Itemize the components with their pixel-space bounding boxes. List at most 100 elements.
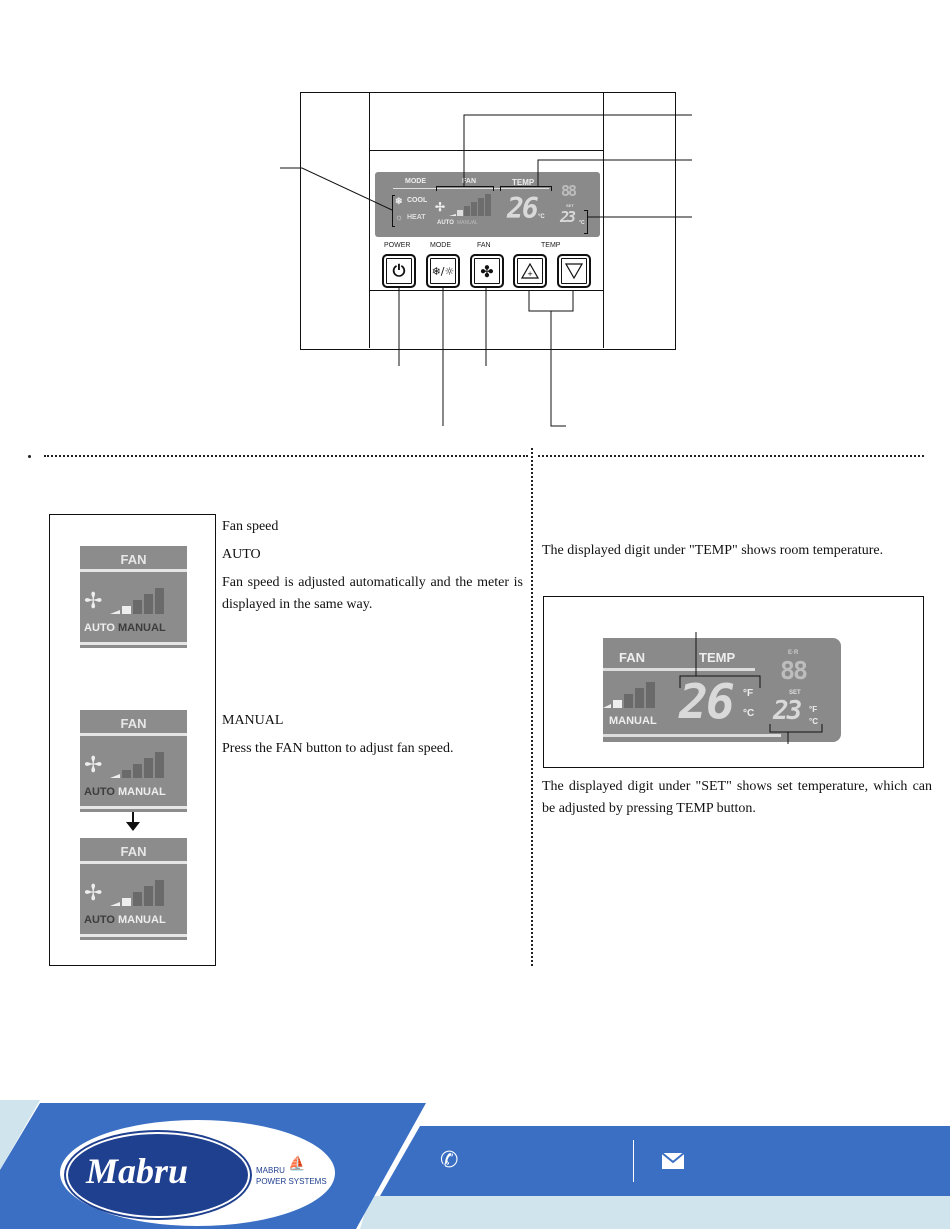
lcd-set-unit: °C: [579, 220, 585, 226]
fan-speed-meter: [603, 682, 655, 708]
fan-display-line: [80, 806, 187, 809]
bracket-set: [584, 210, 588, 234]
fan-speed-illustration-frame: [49, 514, 216, 966]
panel-divider-top: [369, 150, 604, 151]
panel-callout-lines: [280, 114, 692, 427]
bracket-mode: [392, 195, 395, 227]
fan-display-auto: FAN ✢ AUTO MANUAL: [80, 546, 187, 648]
power-button[interactable]: ⏻: [382, 254, 416, 288]
left-dot-marker: [28, 455, 31, 458]
lcd-auto-label: AUTO: [437, 220, 454, 226]
lcd-set-temperature: 23: [560, 208, 576, 226]
cool-heat-icon: ❄/☼: [431, 264, 455, 278]
phone-icon[interactable]: ✆: [440, 1148, 459, 1173]
temp-up-button[interactable]: +: [513, 254, 547, 288]
zoom-fan-label: FAN: [619, 650, 645, 665]
temp-down-button[interactable]: [557, 254, 591, 288]
fan-button[interactable]: ✤: [470, 254, 504, 288]
fan-icon: ✢: [84, 588, 103, 613]
manual-label: MANUAL: [118, 786, 166, 798]
zoom-callout-lines: [679, 632, 823, 744]
bracket-temp: [500, 186, 552, 191]
mode-button-label: MODE: [430, 242, 451, 249]
bracket-fan: [436, 186, 494, 191]
room-temperature-description: The displayed digit under "TEMP" shows r…: [542, 543, 884, 558]
zoom-footer-line: [603, 734, 781, 737]
fan-speed-meter: [110, 588, 164, 614]
zoom-set-unit-f: °F: [809, 705, 818, 714]
horizontal-separator-right: [538, 455, 924, 457]
zoom-set-label: SET: [789, 690, 801, 696]
power-icon: ⏻: [392, 261, 406, 280]
temp-button-label: TEMP: [541, 242, 561, 249]
footer-banner: Mabru MABRU ⛵ POWER SYSTEMS ✆: [0, 1100, 950, 1229]
brand-name: MABRU: [256, 1166, 285, 1175]
auto-description: Fan speed is adjusted automatically and …: [222, 575, 523, 612]
zoom-set-temperature: 23: [773, 696, 802, 726]
svg-text:+: +: [527, 270, 533, 278]
zoom-header-line: [603, 668, 755, 671]
lcd-set-label: SET: [566, 203, 574, 208]
fan-display-title: FAN: [120, 844, 147, 859]
fan-icon: ✢: [84, 752, 103, 777]
fan-display-title: FAN: [120, 552, 147, 567]
lcd-manual-label: MANUAL: [457, 220, 478, 226]
mabru-logo: Mabru MABRU ⛵ POWER SYSTEMS: [60, 1120, 335, 1226]
zoom-room-unit-f: °F: [743, 688, 754, 699]
lcd-heat-label: HEAT: [407, 214, 426, 221]
temperature-zoom-frame: [543, 596, 924, 768]
auto-label: AUTO: [84, 786, 115, 798]
fan-icon: ✤: [480, 261, 494, 281]
set-temperature-description: The displayed digit under "SET" shows se…: [542, 779, 932, 816]
mode-button[interactable]: ❄/☼: [426, 254, 460, 288]
vertical-separator: [531, 448, 533, 966]
zoom-temp-label: TEMP: [699, 650, 736, 665]
fan-speed-heading: Fan speed: [222, 519, 279, 534]
snowflake-icon: ❄: [395, 196, 403, 206]
zoom-error-label: E·R: [788, 650, 799, 656]
lcd-mode-label: MODE: [405, 178, 426, 185]
fan-display-line: [80, 642, 187, 645]
fan-icon: ✢: [84, 880, 103, 905]
fan-button-label: FAN: [477, 242, 491, 249]
zoom-set-unit-c: °C: [809, 717, 818, 726]
fan-display-manual-2: FAN ✢ AUTO MANUAL: [80, 838, 187, 940]
lcd-error-digits: 88: [561, 182, 577, 200]
lcd-screen: MODE FAN TEMP ❄ COOL ☼ HEAT ✢ AUTO MANUA…: [375, 172, 600, 237]
lcd-temp-label: TEMP: [512, 178, 535, 187]
auto-label: AUTO: [84, 622, 115, 634]
auto-label: AUTO: [84, 914, 115, 926]
manual-heading: MANUAL: [222, 713, 284, 728]
sailboat-icon: ⛵: [288, 1157, 306, 1172]
zoom-room-temperature: 26: [679, 674, 735, 730]
fan-speed-meter: [449, 194, 491, 216]
horizontal-separator-left: [44, 455, 528, 457]
zoom-room-unit-c: °C: [743, 708, 755, 719]
fan-display-line: [80, 934, 187, 937]
fan-display-title: FAN: [120, 716, 147, 731]
lcd-header-line: [393, 188, 549, 189]
manual-description: Press the FAN button to adjust fan speed…: [222, 741, 454, 756]
logo-wordmark: Mabru: [86, 1151, 189, 1191]
fan-display-line: [80, 733, 187, 736]
zoom-error-digits: 88: [780, 656, 808, 685]
triangle-up-icon: +: [521, 263, 539, 279]
fan-display-line: [80, 861, 187, 864]
auto-heading: AUTO: [222, 547, 261, 562]
lcd-room-unit: °C: [538, 214, 545, 220]
fan-speed-meter: [110, 880, 164, 906]
fan-speed-meter: [110, 752, 164, 778]
panel-divider-left: [369, 92, 370, 348]
panel-divider-right: [603, 92, 604, 348]
logo-inner-oval: [66, 1132, 250, 1218]
email-icon[interactable]: [661, 1152, 685, 1170]
power-button-label: POWER: [384, 242, 411, 249]
triangle-down-icon: [565, 263, 583, 279]
sun-icon: ☼: [395, 212, 404, 222]
brand-subtitle: POWER SYSTEMS: [256, 1177, 327, 1186]
manual-label: MANUAL: [118, 622, 166, 634]
fan-display-line: [80, 569, 187, 572]
footer-divider: [633, 1140, 634, 1182]
fan-icon: ✢: [435, 200, 446, 214]
temperature-zoom-lcd: FAN TEMP MANUAL 26 °F °C E·R 88 SET 23 °…: [603, 638, 841, 742]
